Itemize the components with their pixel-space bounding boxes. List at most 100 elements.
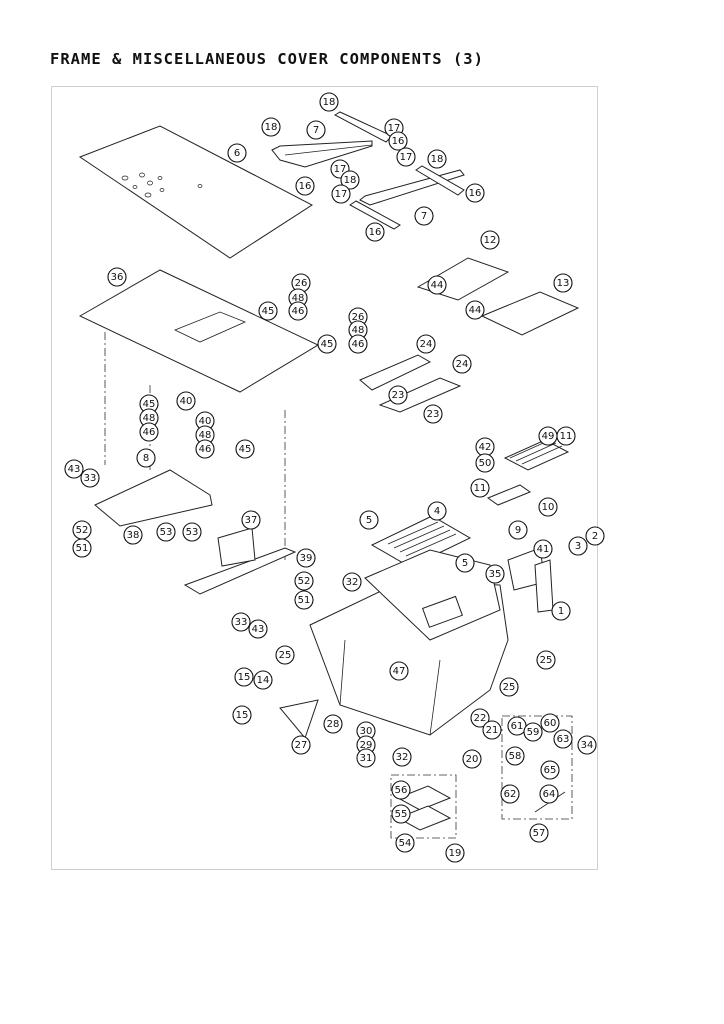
callout-label: 16 [392, 136, 405, 147]
callout-20: 20 [462, 749, 482, 769]
callout-28: 28 [323, 714, 343, 734]
callout-label: 46 [199, 444, 212, 455]
callout-51: 51 [294, 590, 314, 610]
callout-45: 45 [317, 334, 337, 354]
callout-label: 41 [537, 544, 550, 555]
callout-17: 17 [396, 147, 416, 167]
callout-label: 15 [238, 672, 251, 683]
callout-label: 48 [292, 293, 305, 304]
callout-26: 26 [291, 273, 311, 293]
callout-label: 32 [396, 752, 409, 763]
callout-label: 13 [557, 278, 570, 289]
callout-label: 44 [431, 280, 444, 291]
callout-label: 60 [544, 718, 557, 729]
callout-label: 33 [84, 473, 97, 484]
callout-label: 24 [456, 359, 469, 370]
callout-label: 8 [143, 453, 149, 464]
callout-42: 42 [475, 437, 495, 457]
part-36-base-plate [78, 269, 320, 560]
callout-36: 36 [107, 267, 127, 287]
callout-45: 45 [258, 301, 278, 321]
callout-label: 52 [76, 525, 89, 536]
callout-46: 46 [288, 301, 308, 321]
callout-label: 45 [262, 306, 275, 317]
callout-label: 11 [474, 483, 487, 494]
callout-label: 23 [392, 390, 405, 401]
callout-15: 15 [232, 705, 252, 725]
callout-32: 32 [342, 572, 362, 592]
callout-43: 43 [248, 619, 268, 639]
callout-11: 11 [556, 426, 576, 446]
callout-label: 62 [504, 789, 517, 800]
callout-16: 16 [365, 222, 385, 242]
callout-label: 16 [469, 188, 482, 199]
callout-37: 37 [241, 510, 261, 530]
callout-label: 22 [474, 713, 487, 724]
part-4-grill [370, 515, 554, 613]
callout-43: 43 [64, 459, 84, 479]
callout-6: 6 [227, 143, 247, 163]
callout-label: 45 [143, 399, 156, 410]
callout-label: 17 [388, 123, 401, 134]
callout-label: 57 [533, 828, 546, 839]
callout-label: 5 [366, 515, 372, 526]
page-title: FRAME & MISCELLANEOUS COVER COMPONENTS (… [50, 50, 484, 68]
callout-13: 13 [553, 273, 573, 293]
callout-25: 25 [536, 650, 556, 670]
callout-label: 17 [335, 189, 348, 200]
callout-label: 33 [235, 617, 248, 628]
callout-label: 16 [369, 227, 382, 238]
callout-label: 25 [279, 650, 292, 661]
callout-label: 40 [199, 416, 212, 427]
callout-44: 44 [465, 300, 485, 320]
callout-18: 18 [319, 92, 339, 112]
callout-33: 33 [80, 468, 100, 488]
callout-12: 12 [480, 230, 500, 250]
callout-label: 4 [434, 506, 440, 517]
callout-4: 4 [427, 501, 447, 521]
callout-label: 61 [511, 721, 524, 732]
callout-label: 48 [143, 413, 156, 424]
callout-39: 39 [296, 548, 316, 568]
callout-54: 54 [395, 833, 415, 853]
callout-label: 58 [509, 751, 522, 762]
callout-label: 29 [360, 740, 373, 751]
callout-label: 53 [186, 527, 199, 538]
callout-16: 16 [465, 183, 485, 203]
callout-7: 7 [306, 120, 326, 140]
callout-label: 38 [127, 530, 140, 541]
callout-label: 28 [327, 719, 340, 730]
callout-label: 15 [236, 710, 249, 721]
callout-11: 11 [470, 478, 490, 498]
callout-label: 7 [313, 125, 319, 136]
callout-label: 64 [543, 789, 556, 800]
callout-49: 49 [538, 426, 558, 446]
callout-label: 63 [557, 734, 570, 745]
callout-label: 23 [427, 409, 440, 420]
callout-8: 8 [136, 448, 156, 468]
callout-label: 44 [469, 305, 482, 316]
callout-label: 10 [542, 502, 555, 513]
callout-50: 50 [475, 453, 495, 473]
callout-label: 27 [295, 740, 308, 751]
callout-52: 52 [294, 571, 314, 591]
callout-63: 63 [553, 729, 573, 749]
callout-label: 37 [245, 515, 258, 526]
callout-label: 18 [323, 97, 336, 108]
parts-8-38-rails [94, 469, 297, 595]
callout-46: 46 [139, 422, 159, 442]
callout-61: 61 [507, 716, 527, 736]
callout-16: 16 [388, 131, 408, 151]
callout-label: 55 [395, 809, 408, 820]
callout-label: 19 [449, 848, 462, 859]
callout-41: 41 [533, 539, 553, 559]
callout-57: 57 [529, 823, 549, 843]
callout-55: 55 [391, 804, 411, 824]
callout-label: 46 [143, 427, 156, 438]
callout-label: 46 [352, 339, 365, 350]
callout-label: 26 [352, 312, 365, 323]
callout-3: 3 [568, 536, 588, 556]
parts-49-heatsink [486, 439, 570, 506]
callout-label: 45 [239, 444, 252, 455]
